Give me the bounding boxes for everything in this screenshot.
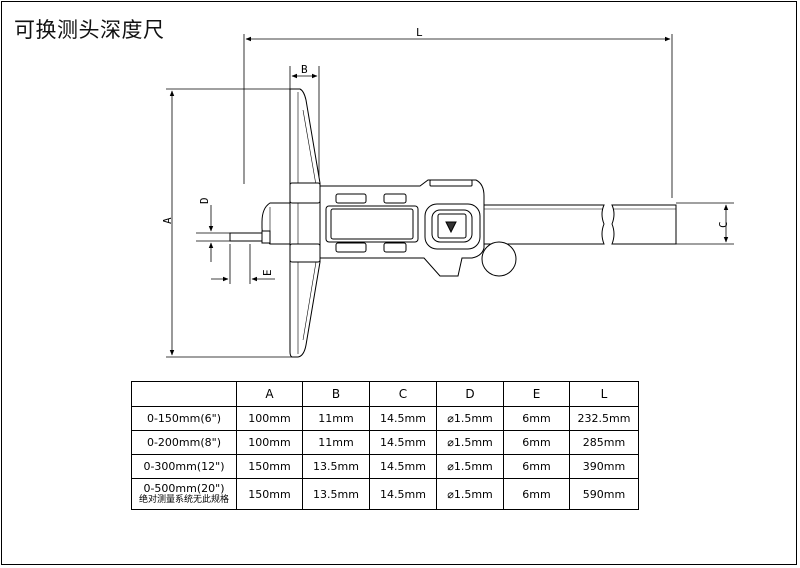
table-header-B: B bbox=[302, 381, 370, 407]
table-cell: 13.5mm bbox=[302, 454, 370, 479]
table-cell: 11mm bbox=[302, 406, 370, 431]
table-cell: 100mm bbox=[236, 430, 303, 455]
table-cell: 14.5mm bbox=[369, 430, 437, 455]
dimension-E bbox=[211, 244, 275, 284]
table-cell: 13.5mm bbox=[302, 478, 370, 510]
table-cell: 285mm bbox=[569, 430, 639, 455]
table-cell: 150mm bbox=[236, 454, 303, 479]
table-cell: 6mm bbox=[503, 478, 570, 510]
table-cell: 590mm bbox=[569, 478, 639, 510]
page-title: 可换测头深度尺 bbox=[14, 18, 165, 42]
table-cell: 11mm bbox=[302, 430, 370, 455]
model-cell: 0-500mm(20") 绝对测量系统无此规格 bbox=[131, 478, 237, 510]
table-row: 0-200mm(8") 100mm 11mm 14.5mm ⌀1.5mm 6mm… bbox=[131, 430, 639, 455]
table-cell: 6mm bbox=[503, 454, 570, 479]
table-cell: 14.5mm bbox=[369, 406, 437, 431]
table-row: 0-150mm(6") 100mm 11mm 14.5mm ⌀1.5mm 6mm… bbox=[131, 406, 639, 431]
dimension-B bbox=[289, 66, 320, 183]
specification-table: A B C D E L 0-150mm(6") 100mm 11mm 14.5m… bbox=[131, 381, 639, 510]
table-header-E: E bbox=[503, 381, 570, 407]
dimension-L bbox=[243, 34, 673, 198]
table-cell: 14.5mm bbox=[369, 454, 437, 479]
table-cell: 6mm bbox=[503, 430, 570, 455]
table-cell: ⌀1.5mm bbox=[436, 430, 504, 455]
depth-base bbox=[289, 88, 321, 358]
dimension-D-label: D bbox=[198, 197, 211, 204]
table-cell: 390mm bbox=[569, 454, 639, 479]
table-cell: 232.5mm bbox=[569, 406, 639, 431]
table-cell: 100mm bbox=[236, 406, 303, 431]
thumb-wheel bbox=[481, 241, 517, 277]
model-cell: 0-200mm(8") bbox=[131, 430, 237, 455]
table-header-L: L bbox=[569, 381, 639, 407]
dimension-A bbox=[166, 88, 292, 358]
dimension-C bbox=[676, 202, 734, 245]
digital-display-body bbox=[319, 179, 485, 277]
table-header-row: A B C D E L bbox=[131, 381, 639, 407]
dimension-L-label: L bbox=[416, 26, 423, 39]
probe-pin bbox=[229, 230, 271, 244]
table-header-D: D bbox=[436, 381, 504, 407]
table-cell: ⌀1.5mm bbox=[436, 454, 504, 479]
model-cell: 0-150mm(6") bbox=[131, 406, 237, 431]
table-row: 0-500mm(20") 绝对测量系统无此规格 150mm 13.5mm 14.… bbox=[131, 478, 639, 510]
model-note: 绝对测量系统无此规格 bbox=[138, 494, 229, 505]
table-header-A: A bbox=[236, 381, 303, 407]
table-row: 0-300mm(12") 150mm 13.5mm 14.5mm ⌀1.5mm … bbox=[131, 454, 639, 479]
model-name: 0-500mm(20") bbox=[143, 481, 225, 495]
table-cell: 14.5mm bbox=[369, 478, 437, 510]
table-header-blank bbox=[131, 381, 237, 407]
table-cell: 150mm bbox=[236, 478, 303, 510]
dimension-A-label: A bbox=[161, 217, 174, 224]
table-cell: ⌀1.5mm bbox=[436, 406, 504, 431]
table-cell: ⌀1.5mm bbox=[436, 478, 504, 510]
dimension-E-label: E bbox=[261, 269, 274, 276]
dimension-B-label: B bbox=[301, 63, 308, 76]
table-cell: 6mm bbox=[503, 406, 570, 431]
dimension-C-label: C bbox=[717, 221, 730, 228]
table-header-C: C bbox=[369, 381, 437, 407]
model-cell: 0-300mm(12") bbox=[131, 454, 237, 479]
